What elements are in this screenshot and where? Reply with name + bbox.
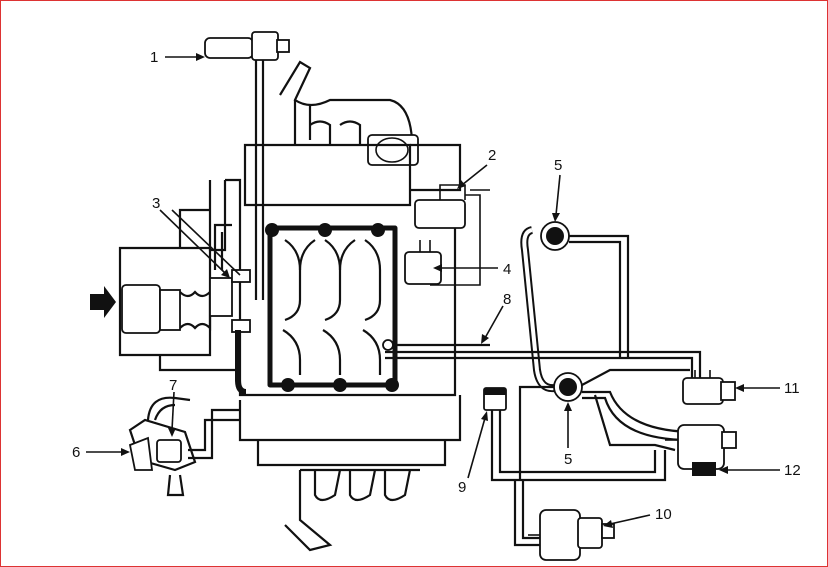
- label-11: 11: [784, 380, 800, 397]
- component-6-7-assembly: [128, 396, 240, 497]
- label-7: 7: [169, 377, 177, 394]
- label-4: 4: [503, 261, 511, 278]
- label-8: 8: [503, 291, 511, 308]
- label-3: 3: [152, 195, 160, 212]
- label-2: 2: [488, 147, 496, 164]
- label-10: 10: [655, 506, 672, 523]
- label-12: 12: [784, 462, 801, 479]
- label-5-top: 5: [554, 157, 562, 174]
- component-11-solenoid: [682, 370, 736, 405]
- component-1-sensor: [204, 31, 290, 300]
- leader-lines: [86, 53, 780, 528]
- label-1: 1: [150, 49, 158, 66]
- component-10-valve: [528, 509, 615, 561]
- intake-manifold: [265, 223, 399, 392]
- component-12-regulator: [665, 424, 737, 476]
- label-5-bottom: 5: [564, 451, 572, 468]
- label-9: 9: [458, 479, 466, 496]
- airflow-arrow-icon: [90, 286, 116, 318]
- engine-block: [118, 60, 462, 552]
- part-number-labels: 1 2 3 4 5 5 6 7 8 9 10 11 12: [72, 49, 801, 523]
- component-9-filter: [483, 387, 507, 411]
- label-6: 6: [72, 444, 80, 461]
- component-3-air-intake: [90, 223, 251, 395]
- vacuum-hoses: [382, 221, 702, 547]
- component-2-4-valves: [404, 184, 490, 286]
